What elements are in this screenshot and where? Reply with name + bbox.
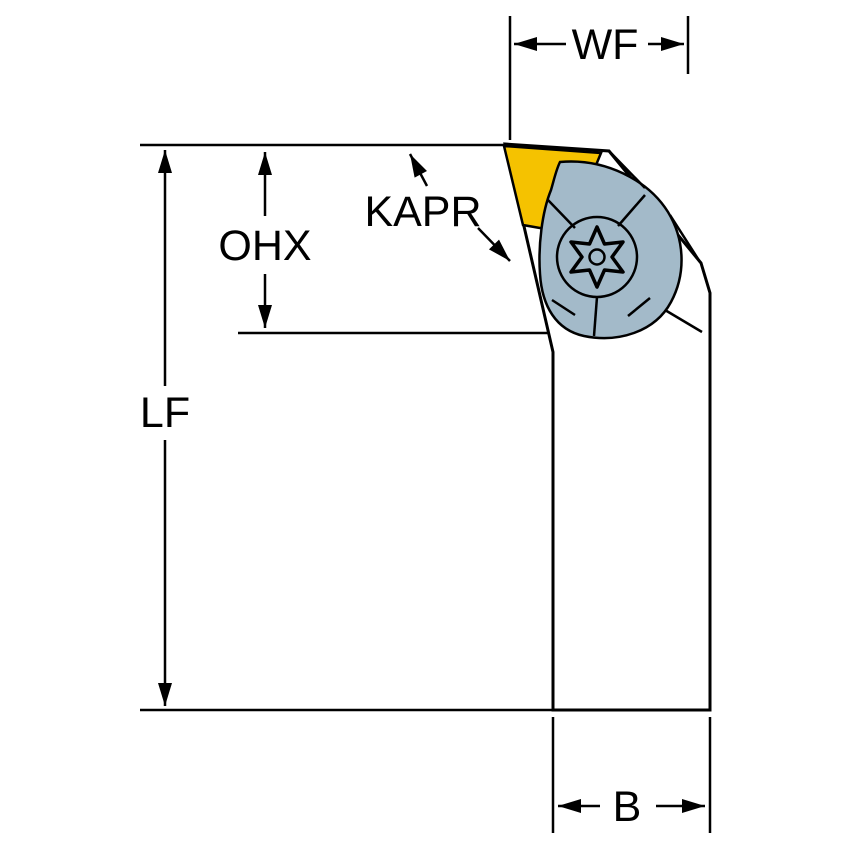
detail-line (664, 308, 703, 334)
detail-line (668, 214, 702, 263)
dimension-lf: LF (140, 150, 552, 712)
insert-clamp-outline (538, 160, 683, 340)
detail-line (547, 199, 576, 229)
dimension-ohx: OHX (218, 152, 548, 335)
tool-holder (502, 142, 712, 712)
tool-holder-body (503, 142, 712, 712)
clamp-detail-lines (547, 150, 703, 337)
screw-center (588, 248, 606, 266)
b-label: B (613, 783, 642, 831)
kapr-leader-down (477, 227, 511, 262)
wf-label: WF (572, 21, 639, 69)
torx-screw-star-icon (569, 225, 625, 289)
dimension-b: B (551, 717, 712, 833)
kapr-label: KAPR (364, 188, 481, 236)
detail-line (592, 296, 599, 337)
detail-line (627, 297, 651, 317)
kapr-leader-up (408, 153, 429, 187)
detail-line (608, 150, 646, 189)
dimension-kapr: KAPR (364, 153, 511, 262)
dimension-wf: WF (508, 16, 690, 140)
detail-line (551, 298, 576, 317)
detail-line (617, 194, 646, 227)
lf-label: LF (140, 389, 190, 437)
ohx-label: OHX (218, 222, 311, 270)
